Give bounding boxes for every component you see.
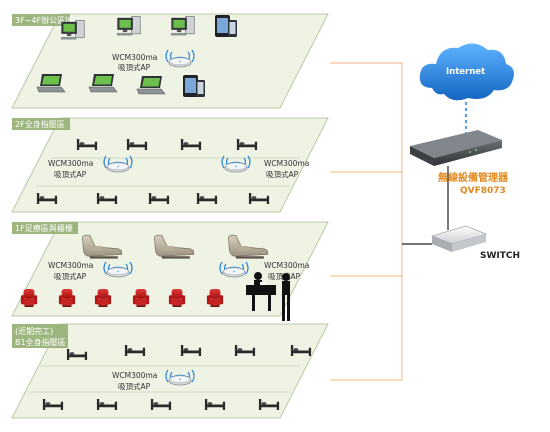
- floor-title: 3F~4F辦公區域: [15, 15, 73, 25]
- floor-1f: 1F足療區與櫃檯 WCM300ma 吸頂式AP WCM300ma 吸頂式AP: [11, 221, 329, 321]
- ap-type-label: 吸頂式AP: [118, 381, 151, 391]
- switch-label: SWITCH: [480, 251, 520, 261]
- ap-model-label: WCM300ma: [48, 261, 93, 270]
- gateway-device: 無線設備管理器 QVF8073: [410, 130, 509, 196]
- internet-cloud: Internet: [419, 43, 514, 101]
- ap-type-label: 吸頂式AP: [54, 169, 87, 179]
- floor-title: 2F全身指壓區: [15, 119, 65, 129]
- gateway-model: QVF8073: [460, 186, 506, 196]
- network-links: [330, 62, 468, 381]
- gateway-name: 無線設備管理器: [438, 171, 509, 184]
- floor-title-bar: [12, 14, 70, 26]
- cloud-icon: [419, 43, 514, 101]
- network-switch: SWITCH: [431, 225, 520, 261]
- ap-model-label: WCM300ma: [112, 53, 157, 62]
- ap-model-label: WCM300ma: [264, 159, 309, 168]
- ap-device-icon: [168, 374, 192, 386]
- ap-device-icon: [106, 266, 130, 278]
- ap-device-icon: [224, 161, 248, 173]
- ap-device-icon: [106, 161, 130, 173]
- gateway-icon: [410, 130, 502, 158]
- floor-b1: (近期完工) B1全身指壓區 WCM300ma 吸頂式AP: [11, 323, 329, 419]
- ap-type-label: 吸頂式AP: [266, 169, 299, 179]
- floor-2f: 2F全身指壓區 WCM300ma 吸頂式AP WCM300ma 吸頂式AP: [11, 117, 329, 213]
- reception-counter-icon: [246, 272, 290, 321]
- ap-type-label: 吸頂式AP: [54, 271, 87, 281]
- ap-device-icon: [222, 266, 246, 278]
- floor-title: B1全身指壓區: [15, 337, 66, 347]
- ap-device-icon: [168, 56, 192, 68]
- ap-model-label: WCM300ma: [264, 261, 309, 270]
- floor-title-bar: [12, 222, 78, 234]
- ap-model-label: WCM300ma: [48, 159, 93, 168]
- floor-title: 1F足療區與櫃檯: [15, 223, 73, 233]
- floor-title-note: (近期完工): [15, 326, 53, 336]
- floor-3f-4f: 3F~4F辦公區域 WCM300ma 吸頂式AP: [11, 13, 329, 109]
- floor-plane: [11, 323, 329, 419]
- cloud-label: Internet: [446, 67, 485, 77]
- ap-model-label: WCM300ma: [112, 371, 157, 380]
- floor-plane: [11, 117, 329, 213]
- floor-title-bar: [12, 324, 68, 348]
- ap-type-label: 吸頂式AP: [118, 62, 151, 72]
- floor-title-bar: [12, 118, 70, 130]
